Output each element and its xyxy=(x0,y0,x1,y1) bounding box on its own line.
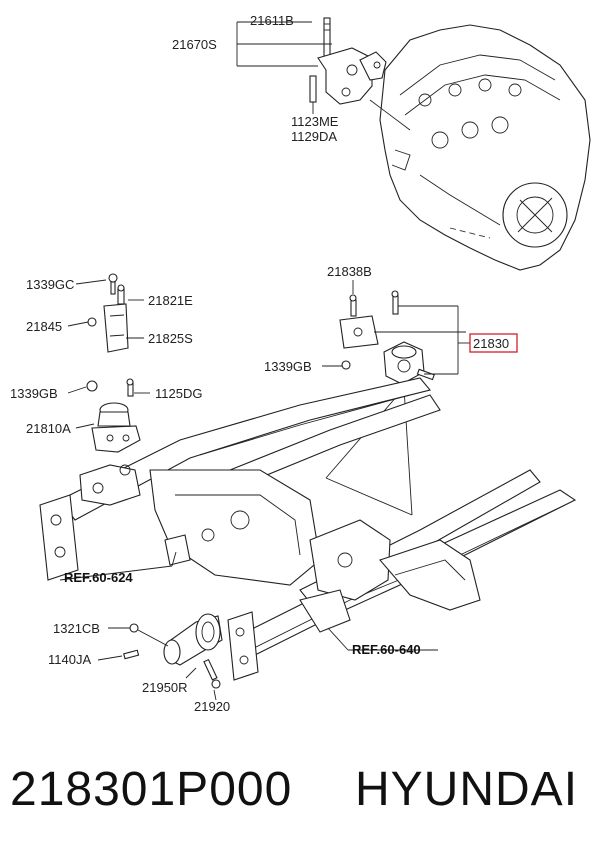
label-1123ME: 1123ME xyxy=(291,114,339,129)
label-21810A: 21810A xyxy=(26,421,71,436)
bracket-21670S-drawing xyxy=(309,17,411,131)
label-1339GC: 1339GC xyxy=(26,277,74,292)
brand-name: HYUNDAI xyxy=(355,763,579,816)
label-21830[interactable]: 21830 xyxy=(473,336,509,351)
label-1321CB: 1321CB xyxy=(53,621,100,636)
label-21825S: 21825S xyxy=(148,331,193,346)
label-1339GB-right: 1339GB xyxy=(264,359,312,374)
engine-mount-diagram: 21611B 21670S 1123ME 1129DA xyxy=(10,13,591,714)
label-21845: 21845 xyxy=(26,319,62,334)
label-21920: 21920 xyxy=(194,699,230,714)
mount-21830-drawing xyxy=(339,290,435,385)
label-21838B: 21838B xyxy=(327,264,372,279)
ref-60-640[interactable]: REF.60-640 xyxy=(352,642,421,657)
subframe-drawing xyxy=(39,377,577,681)
mount-21810A-drawing xyxy=(86,273,141,453)
label-21821E: 21821E xyxy=(148,293,193,308)
label-1129DA: 1129DA xyxy=(291,129,337,144)
highlight-box xyxy=(469,333,518,353)
roll-rod-21950R-drawing xyxy=(123,613,223,689)
label-1125DG: 1125DG xyxy=(155,386,202,401)
label-1140JA: 1140JA xyxy=(48,652,91,667)
label-21611B: 21611B xyxy=(250,13,294,28)
label-21950R: 21950R xyxy=(142,680,188,695)
engine-block-drawing xyxy=(379,24,591,271)
part-number: 218301P000 xyxy=(10,763,293,816)
label-1339GB-left: 1339GB xyxy=(10,386,58,401)
footer: 218301P000 HYUNDAI xyxy=(0,762,600,842)
ref-60-624[interactable]: REF.60-624 xyxy=(64,570,133,585)
label-21670S: 21670S xyxy=(172,37,217,52)
